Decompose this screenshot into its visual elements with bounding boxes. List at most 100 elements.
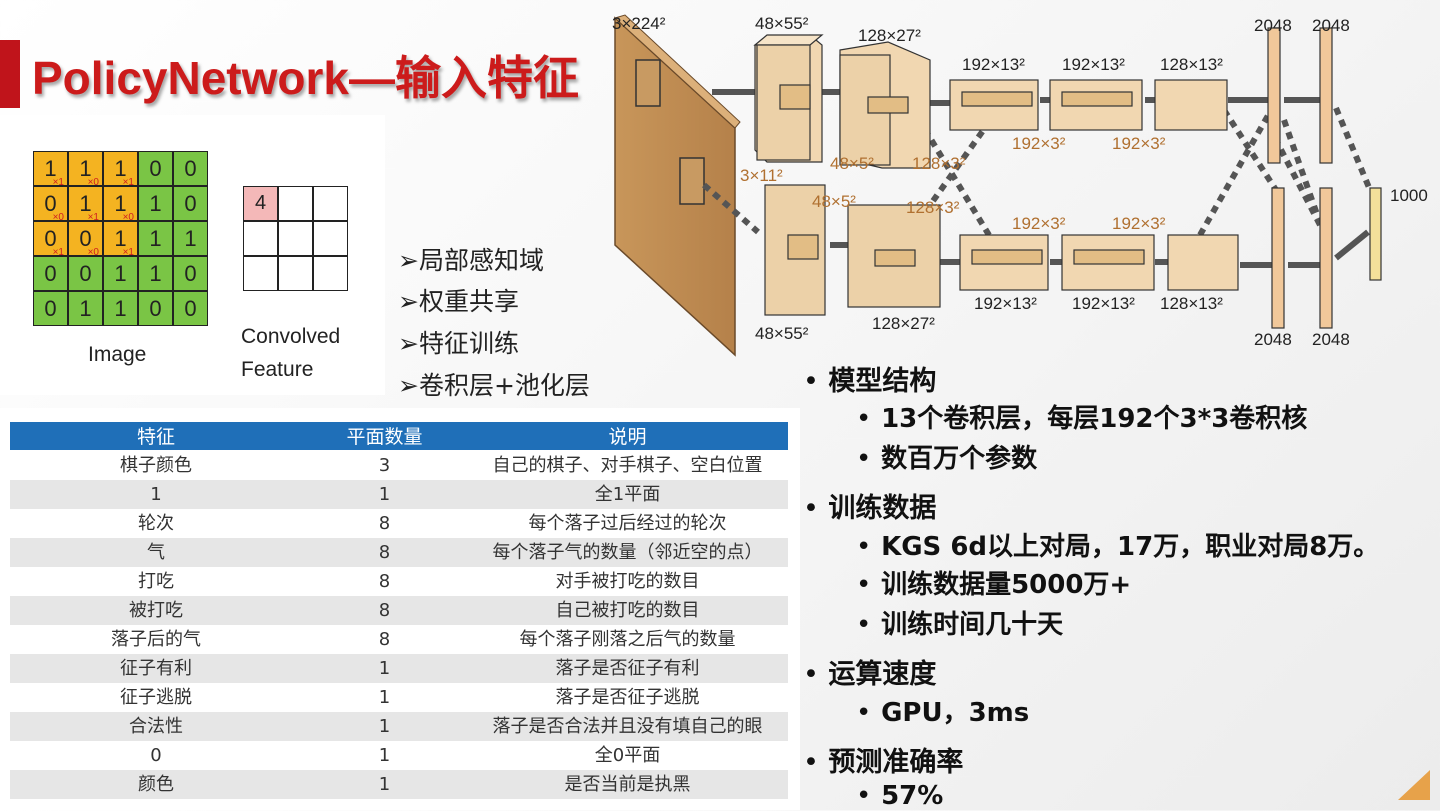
title-accent-bar bbox=[0, 40, 20, 108]
arch-dimension-label: 3×11² bbox=[740, 166, 783, 185]
table-row: 落子后的气 8 每个落子刚落之后气的数量 bbox=[10, 625, 788, 654]
kernel-weight: ×0 bbox=[122, 212, 134, 223]
bullet-weight-sharing: ➢权重共享 bbox=[398, 287, 519, 316]
table-header-description: 说明 bbox=[467, 422, 788, 450]
kernel-weight: ×1 bbox=[122, 247, 134, 258]
arch-dimension-label: 192×3² bbox=[1012, 134, 1066, 153]
image-cell: 1×1 bbox=[103, 151, 138, 188]
kernel-weight: ×1 bbox=[52, 177, 64, 188]
bullet-heading: • 训练数据 bbox=[803, 493, 937, 524]
image-cell: 1 bbox=[138, 186, 173, 221]
table-cell: 8 bbox=[378, 571, 391, 592]
slide-title: PolicyNetwork—输入特征 bbox=[32, 52, 579, 104]
table-cell: 自己被打吃的数目 bbox=[555, 600, 700, 621]
table-cell: 落子是否征子有利 bbox=[555, 658, 700, 679]
table-cell: 征子有利 bbox=[120, 658, 192, 679]
table-cell: 是否当前是执黑 bbox=[564, 774, 691, 795]
arch-dimension-label: 128×27² bbox=[858, 26, 921, 45]
arch-dimension-label: 2048 bbox=[1312, 16, 1350, 35]
bullet-subitem: • 数百万个参数 bbox=[856, 444, 1038, 474]
table-cell: 全0平面 bbox=[594, 745, 661, 766]
arch-dimension-label: 192×13² bbox=[974, 294, 1037, 313]
bullet-text: 57% bbox=[881, 781, 944, 811]
table-header-feature: 特征 bbox=[10, 422, 302, 450]
feature-cell bbox=[313, 221, 348, 256]
bullet-heading: • 运算速度 bbox=[803, 659, 937, 690]
table-cell: 1 bbox=[378, 484, 391, 505]
feature-cell bbox=[243, 256, 278, 291]
table-cell: 1 bbox=[150, 484, 162, 505]
bullet-text: 13个卷积层，每层192个3*3卷积核 bbox=[881, 404, 1308, 434]
table-cell: 全1平面 bbox=[594, 484, 661, 505]
cnn-architecture-diagram bbox=[614, 14, 1382, 357]
bullet-text: 数百万个参数 bbox=[881, 444, 1038, 474]
arch-dimension-label: 192×13² bbox=[1062, 55, 1125, 74]
bullet-local-receptive-field: ➢局部感知域 bbox=[398, 246, 544, 275]
image-cell: 0 bbox=[173, 291, 208, 326]
input-kernel-bottom bbox=[679, 157, 705, 205]
image-cell: 1×0 bbox=[103, 186, 138, 223]
arch-dimension-label: 128×3² bbox=[906, 198, 960, 217]
bullet-subitem: • KGS 6d以上对局，17万，职业对局8万。 bbox=[856, 532, 1380, 562]
table-cell: 打吃 bbox=[138, 571, 174, 592]
table-header-plane-count: 平面数量 bbox=[303, 422, 466, 450]
table-cell: 每个落子刚落之后气的数量 bbox=[519, 629, 736, 650]
arch-dimension-label: 192×3² bbox=[1112, 214, 1166, 233]
arch-dimension-label: 48×5² bbox=[812, 192, 856, 211]
kernel-weight: ×1 bbox=[87, 212, 99, 223]
table-cell: 落子是否合法并且没有填自己的眼 bbox=[492, 716, 763, 737]
bullet-subitem: • 训练时间几十天 bbox=[856, 610, 1064, 640]
table-cell: 落子后的气 bbox=[111, 629, 201, 650]
bullet-text: 训练数据量5000万+ bbox=[881, 570, 1132, 600]
arch-dimension-label: 48×55² bbox=[755, 324, 809, 343]
table-cell: 棋子颜色 bbox=[120, 455, 192, 476]
table-cell: 轮次 bbox=[138, 513, 174, 534]
bullet-feature-training: ➢特征训练 bbox=[398, 329, 519, 358]
bullet-heading: • 预测准确率 bbox=[803, 747, 964, 778]
table-cell: 8 bbox=[378, 629, 391, 650]
bullet-conv-pool-layers: ➢卷积层+池化层 bbox=[398, 371, 590, 400]
arch-dimension-label: 1000 bbox=[1390, 186, 1428, 205]
image-cell: 1 bbox=[173, 221, 208, 256]
arch-dimension-label: 128×13² bbox=[1160, 55, 1223, 74]
feature-cell bbox=[313, 186, 348, 221]
image-cell: 0 bbox=[68, 256, 103, 291]
bottom-stream-boxes bbox=[764, 184, 1382, 329]
bullet-text: 运算速度 bbox=[828, 659, 937, 690]
table-cell: 颜色 bbox=[138, 774, 174, 795]
top-stream-connections bbox=[712, 89, 1320, 106]
table-cell: 1 bbox=[378, 774, 391, 795]
table-row: 颜色 1 是否当前是执黑 bbox=[10, 770, 788, 799]
table-cell: 合法性 bbox=[129, 716, 183, 737]
arch-dimension-label: 3×224² bbox=[612, 14, 666, 33]
image-cell: 0 bbox=[138, 151, 173, 186]
image-cell: 0 bbox=[138, 291, 173, 326]
image-cell: 0 bbox=[173, 186, 208, 221]
image-cell: 1 bbox=[138, 221, 173, 256]
kernel-weight: ×1 bbox=[122, 177, 134, 188]
input-kernel-top bbox=[635, 59, 661, 107]
image-cell: 1 bbox=[138, 256, 173, 291]
arch-dimension-label: 2048 bbox=[1312, 330, 1350, 349]
bullet-subitem: • GPU，3ms bbox=[856, 698, 1030, 728]
bullet-subitem: • 训练数据量5000万+ bbox=[856, 570, 1132, 600]
feature-cell: 4 bbox=[243, 186, 278, 221]
table-cell: 1 bbox=[378, 745, 391, 766]
image-cell: 0×0 bbox=[68, 221, 103, 258]
bullet-text: 训练时间几十天 bbox=[881, 610, 1064, 640]
table-cell: 每个落子过后经过的轮次 bbox=[528, 513, 727, 534]
corner-triangle-decoration bbox=[1398, 770, 1430, 800]
image-caption: Image bbox=[88, 343, 147, 366]
table-cell: 自己的棋子、对手棋子、空白位置 bbox=[492, 455, 763, 476]
bullet-subitem: • 13个卷积层，每层192个3*3卷积核 bbox=[856, 404, 1308, 434]
feature-caption-line2: Feature bbox=[241, 358, 314, 381]
kernel-weight: ×1 bbox=[52, 247, 64, 258]
